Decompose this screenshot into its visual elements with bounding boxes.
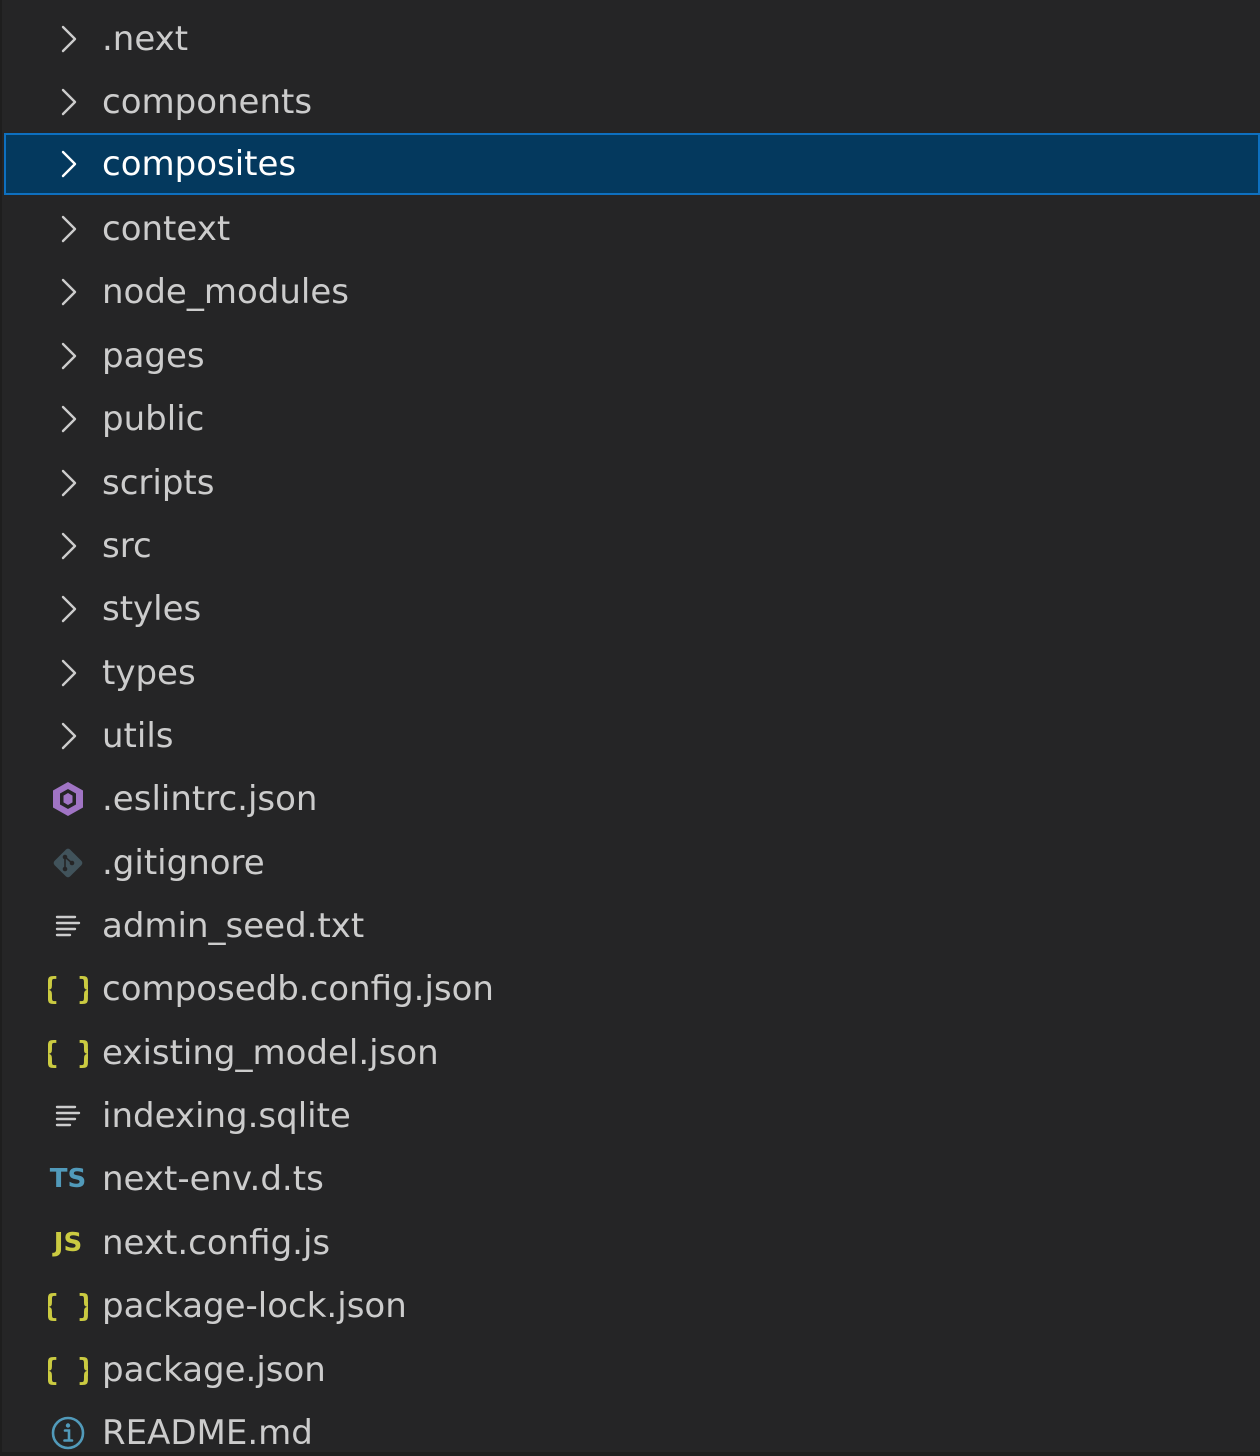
chevron-right-icon <box>48 19 88 59</box>
item-label: next.config.js <box>102 1223 331 1263</box>
chevron-right-icon <box>48 144 88 184</box>
svg-text:{ }: { } <box>48 1036 88 1071</box>
item-label: pages <box>102 336 205 376</box>
json-braces-icon: { } <box>48 1033 88 1073</box>
item-label: types <box>102 653 196 693</box>
text-lines-icon <box>48 1096 88 1136</box>
json-braces-icon: { } <box>48 969 88 1009</box>
chevron-right-icon <box>48 209 88 249</box>
json-braces-icon: { } <box>48 1286 88 1326</box>
folder-item-src[interactable]: src <box>4 515 1260 577</box>
svg-text:{ }: { } <box>48 972 88 1007</box>
typescript-icon: TS <box>49 1164 87 1194</box>
bottom-divider <box>2 1452 1260 1456</box>
chevron-right-icon <box>48 336 88 376</box>
item-label: styles <box>102 589 202 629</box>
file-item-next-env[interactable]: TS next-env.d.ts <box>4 1148 1260 1210</box>
javascript-icon: JS <box>53 1228 83 1258</box>
folder-item-pages[interactable]: pages <box>4 325 1260 387</box>
json-braces-icon: { } <box>48 1350 88 1390</box>
folder-item-next[interactable]: .next <box>4 8 1260 70</box>
file-item-admin-seed[interactable]: admin_seed.txt <box>4 895 1260 957</box>
folder-item-utils[interactable]: utils <box>4 705 1260 767</box>
item-label: .next <box>102 19 189 59</box>
text-lines-icon <box>48 906 88 946</box>
item-label: README.md <box>102 1413 313 1453</box>
file-item-composedb-config[interactable]: { } composedb.config.json <box>4 958 1260 1020</box>
item-label: next-env.d.ts <box>102 1159 324 1199</box>
chevron-right-icon <box>48 589 88 629</box>
file-item-eslintrc[interactable]: .eslintrc.json <box>4 768 1260 830</box>
folder-item-composites[interactable]: composites <box>4 133 1260 195</box>
folder-item-types[interactable]: types <box>4 642 1260 704</box>
file-item-package-lock[interactable]: { } package-lock.json <box>4 1275 1260 1337</box>
item-label: composites <box>102 144 297 184</box>
file-item-existing-model[interactable]: { } existing_model.json <box>4 1022 1260 1084</box>
item-label: existing_model.json <box>102 1033 439 1073</box>
file-item-next-config[interactable]: JS next.config.js <box>4 1212 1260 1274</box>
folder-item-node-modules[interactable]: node_modules <box>4 261 1260 323</box>
item-label: public <box>102 399 205 439</box>
info-icon <box>48 1413 88 1453</box>
chevron-right-icon <box>48 399 88 439</box>
item-label: indexing.sqlite <box>102 1096 351 1136</box>
svg-text:{ }: { } <box>48 1353 88 1388</box>
git-icon <box>48 843 88 883</box>
item-label: src <box>102 526 152 566</box>
item-label: composedb.config.json <box>102 969 494 1009</box>
file-item-gitignore[interactable]: .gitignore <box>4 832 1260 894</box>
folder-item-scripts[interactable]: scripts <box>4 452 1260 514</box>
chevron-right-icon <box>48 653 88 693</box>
eslint-icon <box>48 779 88 819</box>
chevron-right-icon <box>48 526 88 566</box>
folder-item-public[interactable]: public <box>4 388 1260 450</box>
chevron-right-icon <box>48 272 88 312</box>
item-label: admin_seed.txt <box>102 906 365 946</box>
file-item-package-json[interactable]: { } package.json <box>4 1339 1260 1401</box>
item-label: scripts <box>102 463 215 503</box>
item-label: components <box>102 82 313 122</box>
item-label: utils <box>102 716 174 756</box>
item-label: package-lock.json <box>102 1286 407 1326</box>
svg-text:{ }: { } <box>48 1289 88 1324</box>
folder-item-styles[interactable]: styles <box>4 578 1260 640</box>
file-item-readme[interactable]: README.md <box>4 1402 1260 1456</box>
item-label: .gitignore <box>102 843 265 883</box>
folder-item-components[interactable]: components <box>4 71 1260 133</box>
folder-item-context[interactable]: context <box>4 198 1260 260</box>
chevron-right-icon <box>48 463 88 503</box>
item-label: package.json <box>102 1350 326 1390</box>
item-label: node_modules <box>102 272 349 312</box>
file-item-indexing-sqlite[interactable]: indexing.sqlite <box>4 1085 1260 1147</box>
chevron-right-icon <box>48 716 88 756</box>
item-label: .eslintrc.json <box>102 779 318 819</box>
item-label: context <box>102 209 231 249</box>
chevron-right-icon <box>48 82 88 122</box>
